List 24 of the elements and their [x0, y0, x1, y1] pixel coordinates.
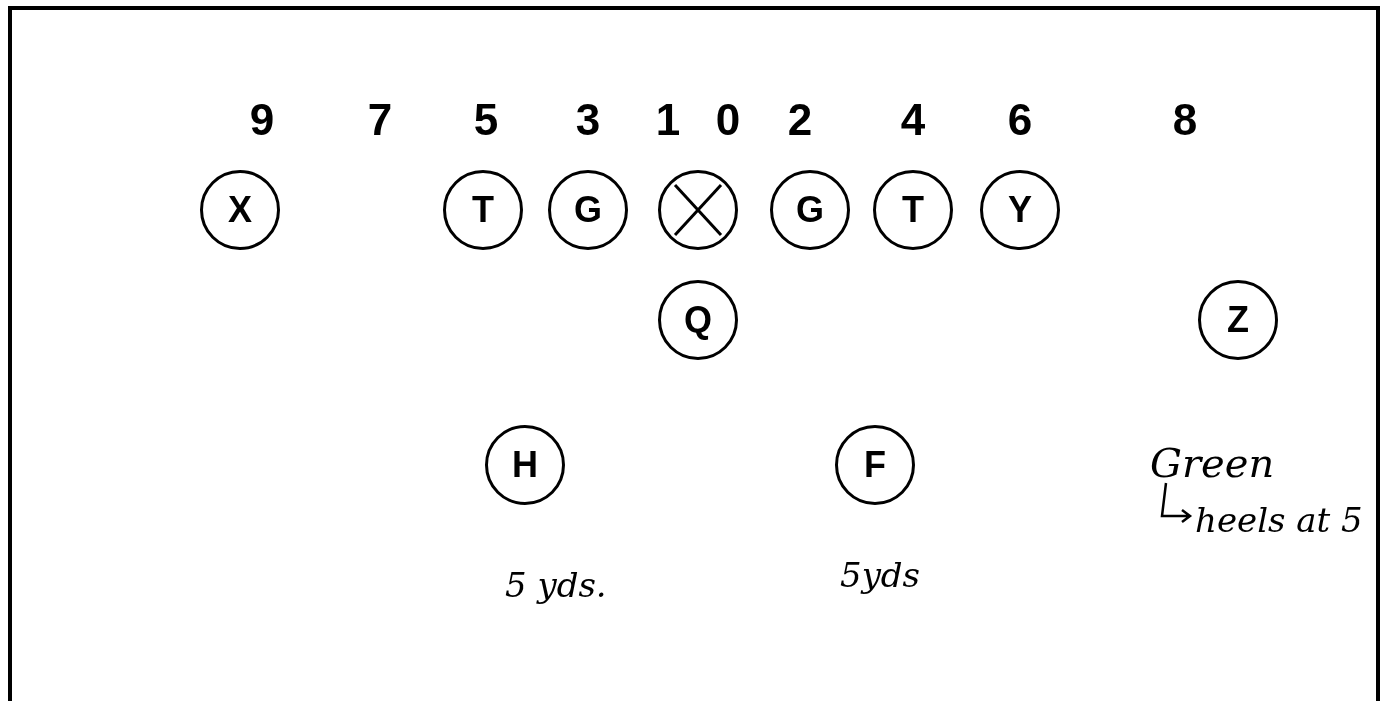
- handwritten-note: 5yds: [840, 555, 921, 595]
- player-letter: G: [796, 189, 824, 231]
- handwritten-note: 5 yds.: [505, 565, 607, 605]
- gap-number: 0: [715, 95, 741, 145]
- player-letter: X: [228, 189, 252, 231]
- gap-number: 6: [1007, 95, 1033, 145]
- player-letter: H: [512, 444, 538, 486]
- gap-number: 7: [367, 95, 393, 145]
- gap-number: 4: [900, 95, 926, 145]
- gap-number: 9: [249, 95, 275, 145]
- player-letter: Q: [684, 299, 712, 341]
- gap-number: 5: [473, 95, 499, 145]
- player-letter: F: [864, 444, 886, 486]
- player-letter: T: [902, 189, 924, 231]
- player-letter: Z: [1227, 299, 1249, 341]
- gap-number: 3: [575, 95, 601, 145]
- gap-number: 1: [655, 95, 681, 145]
- player-letter: T: [472, 189, 494, 231]
- handwritten-note: Green: [1150, 440, 1275, 486]
- gap-number: 8: [1172, 95, 1198, 145]
- player-letter: Y: [1008, 189, 1032, 231]
- handwritten-note: heels at 5: [1195, 500, 1363, 540]
- gap-number: 2: [787, 95, 813, 145]
- player-letter: G: [574, 189, 602, 231]
